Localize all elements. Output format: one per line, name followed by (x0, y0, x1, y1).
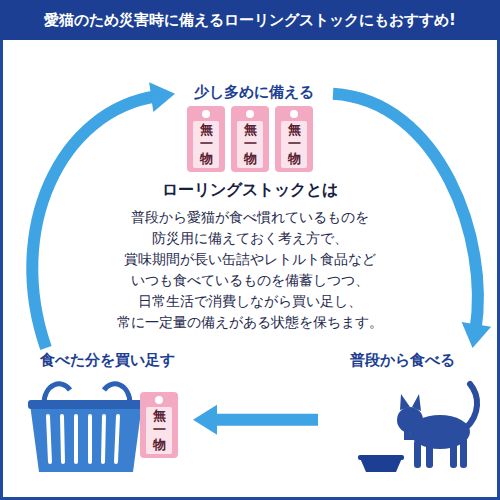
stage-group: 食べた分を買い足す無一物 (22, 348, 193, 476)
info-box: ローリングストックとは普段から愛猫が食べ慣れているものを 防災用に備えておく考え… (100, 180, 400, 333)
info-body: 普段から愛猫が食べ慣れているものを 防災用に備えておく考え方で、 賞味期間が長い… (114, 207, 386, 333)
tag-card: 無一物 (187, 106, 225, 172)
cycle-arrow (211, 414, 318, 426)
tag-text: 無一物 (288, 123, 301, 166)
title-banner: 愛猫のため災害時に備えるローリングストックにもおすすめ! (0, 0, 500, 40)
stage-label: 食べた分を買い足す (22, 348, 193, 370)
arrow-head (462, 322, 492, 348)
stage-group: 普段から食べる (318, 348, 486, 476)
info-heading: ローリングストックとは (100, 180, 400, 201)
basket-illustration (28, 384, 144, 472)
stage-label: 普段から食べる (318, 348, 486, 370)
stage-label: 少し多めに備える (175, 80, 333, 102)
stage-group: 少し多めに備える無一物 無一物 無一物 (175, 80, 333, 172)
tag-card: 無一物 (140, 392, 178, 458)
tag-card: 無一物 (231, 106, 269, 172)
arrow-head (149, 82, 175, 112)
tag-text: 無一物 (200, 123, 213, 166)
title-text: 愛猫のため災害時に備えるローリングストックにもおすすめ! (44, 11, 456, 30)
cat-illustration (397, 384, 477, 468)
tag-text: 無一物 (153, 409, 166, 452)
food-bowl (358, 455, 404, 472)
tag-hole (246, 110, 254, 118)
tag-hole (202, 110, 210, 118)
arrow-head (193, 405, 217, 435)
tag-hole (290, 110, 298, 118)
tag-text: 無一物 (244, 123, 257, 166)
tag-hole (155, 396, 163, 404)
tag-card: 無一物 (275, 106, 313, 172)
